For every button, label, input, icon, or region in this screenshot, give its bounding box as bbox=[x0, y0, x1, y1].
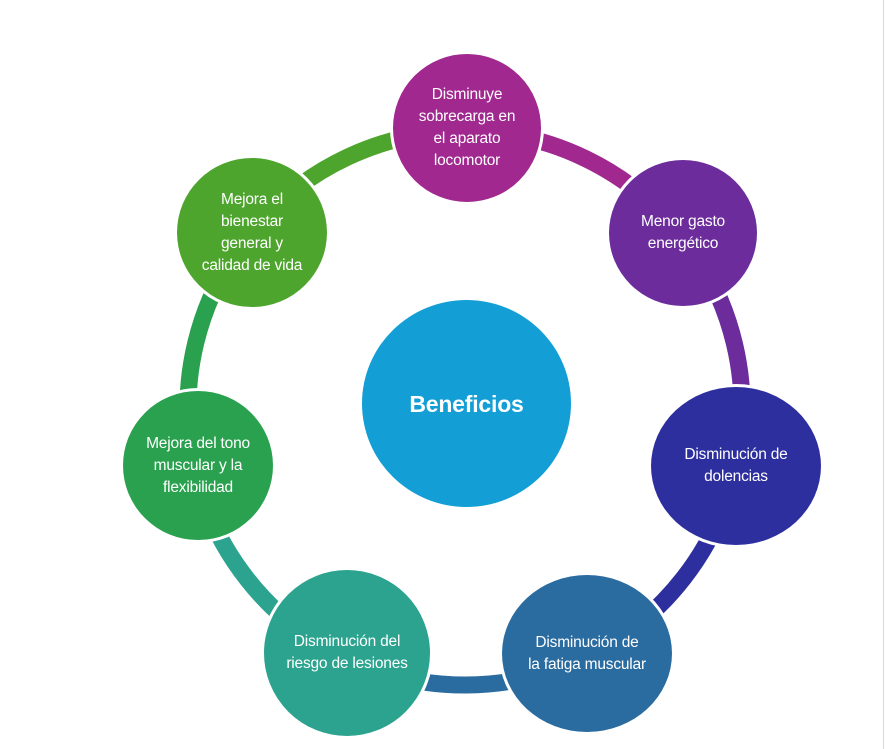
node-label: Disminuye sobrecarga en el aparato locom… bbox=[418, 86, 516, 169]
right-border-line bbox=[883, 0, 884, 749]
node-fatiga: Disminución de la fatiga muscular bbox=[499, 572, 675, 735]
node-label: Disminución de dolencias bbox=[684, 446, 788, 485]
node-bienestar: Mejora el bienestar general y calidad de… bbox=[174, 155, 330, 310]
node-tono-flexibilidad: Mejora del tono muscular y la flexibilid… bbox=[120, 388, 276, 543]
node-dolencias: Disminución de dolencias bbox=[648, 384, 824, 548]
center-label: Beneficios bbox=[409, 390, 524, 417]
node-label: Disminución de la fatiga muscular bbox=[528, 633, 646, 673]
node-label: Disminución del riesgo de lesiones bbox=[286, 633, 408, 672]
center-node-beneficios: Beneficios bbox=[359, 297, 574, 510]
node-label: Mejora el bienestar general y calidad de… bbox=[201, 190, 303, 274]
node-riesgo-lesiones: Disminución del riesgo de lesiones bbox=[261, 567, 433, 739]
node-label: Mejora del tono muscular y la flexibilid… bbox=[146, 434, 250, 496]
node-gasto-energetico: Menor gasto energético bbox=[606, 157, 760, 309]
node-label: Menor gasto energético bbox=[641, 213, 725, 252]
node-sobrecarga: Disminuye sobrecarga en el aparato locom… bbox=[390, 51, 544, 205]
